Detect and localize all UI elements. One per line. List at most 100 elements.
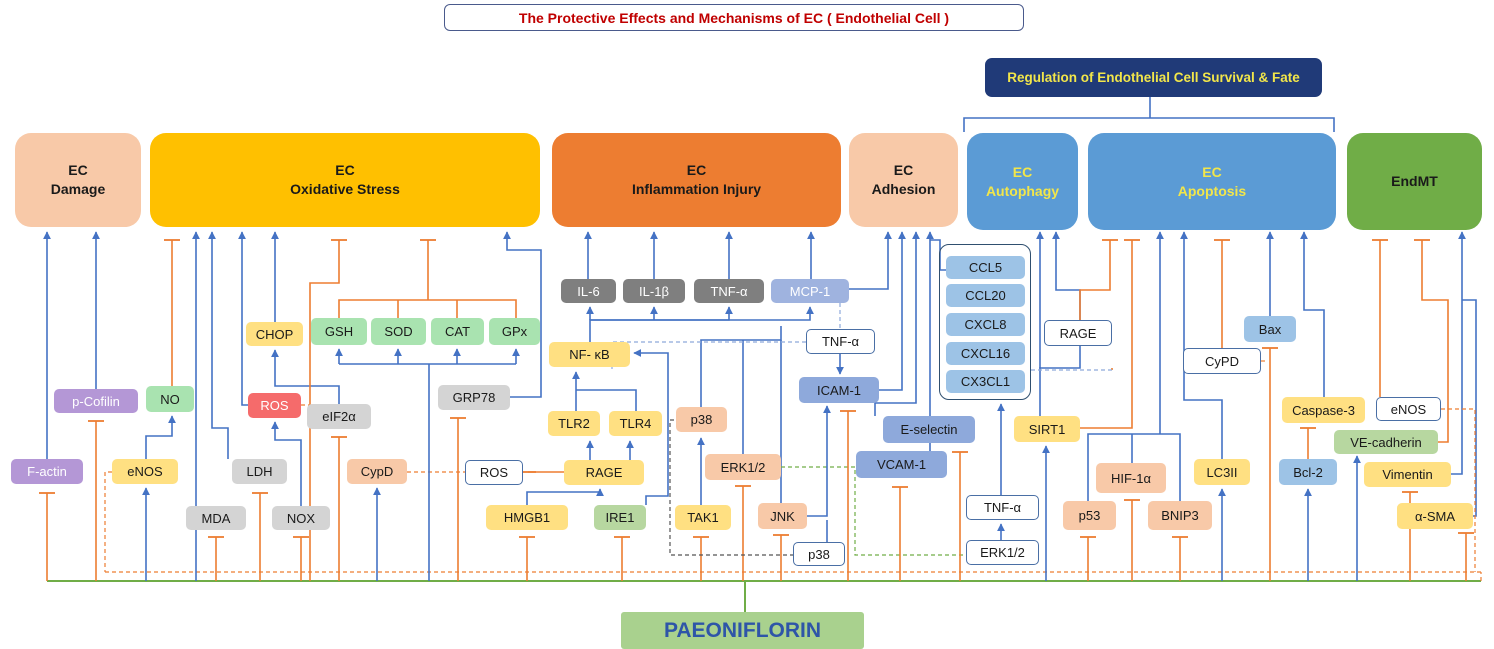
connector-enos-dash — [104, 471, 112, 572]
node-mda: MDA — [186, 506, 246, 530]
category-endmt-line1: EndMT — [1391, 173, 1438, 189]
node-ccl20: CCL20 — [946, 284, 1025, 307]
node-eif2a: eIF2α — [307, 404, 371, 429]
category-ec-damage: EC Damage — [15, 133, 141, 227]
node-p38-orange: p38 — [676, 407, 727, 432]
node-sod: SOD — [371, 318, 426, 345]
connector-p38-up — [700, 326, 782, 407]
node-erk12-white: ERK1/2 — [966, 540, 1039, 565]
category-ec-adhesion: EC Adhesion — [849, 133, 958, 227]
connector-esel-to-adh — [874, 231, 920, 416]
connector-ire1-to-nfkb — [633, 349, 669, 505]
node-enos-left: eNOS — [112, 459, 178, 484]
node-ldh: LDH — [232, 459, 287, 484]
category-ec-autophagy-line2: Autophagy — [985, 182, 1060, 199]
connector-asma-to-endmt — [1462, 299, 1477, 517]
category-ec-damage-line1: EC — [68, 162, 88, 178]
category-endmt: EndMT — [1347, 133, 1482, 230]
node-erk12-orange: ERK1/2 — [705, 454, 781, 480]
connector-jnk-to-icam — [807, 405, 831, 517]
connector-eif2a-to-chop — [271, 349, 340, 404]
node-tnfa-white-top: TNF-α — [806, 329, 875, 354]
category-ec-adhesion-line1: EC — [893, 162, 914, 178]
node-ire1: IRE1 — [594, 505, 646, 530]
node-cypd-left: CypD — [347, 459, 407, 484]
category-ec-oxidative-stress: EC Oxidative Stress — [150, 133, 540, 227]
connector-erk-dash — [781, 466, 966, 556]
node-icam1: ICAM-1 — [799, 377, 879, 403]
category-ec-apoptosis-line1: EC — [1202, 163, 1222, 180]
node-ccl5: CCL5 — [946, 256, 1025, 279]
node-mcp1: MCP-1 — [771, 279, 849, 303]
connector-grp78-to-ox — [503, 231, 542, 398]
category-ec-apoptosis-line2: Apoptosis — [1177, 182, 1247, 199]
node-no: NO — [146, 386, 194, 412]
category-ec-adhesion-line2: Adhesion — [871, 181, 936, 197]
node-tlr4: TLR4 — [609, 411, 662, 436]
regulation-bracket — [963, 97, 1335, 132]
node-cxcl8: CXCL8 — [946, 313, 1025, 336]
node-hmgb1: HMGB1 — [486, 505, 568, 530]
node-nox: NOX — [272, 506, 330, 530]
connector-rage-to-apoptosis — [1079, 240, 1111, 320]
connector-p53-bnip3-bar — [1087, 433, 1181, 501]
category-ec-damage-line2: Damage — [50, 181, 106, 197]
connector-nox-to-ros — [271, 421, 302, 506]
regulation-label: Regulation of Endothelial Cell Survival … — [985, 58, 1322, 97]
node-vcam1: VCAM-1 — [856, 451, 947, 478]
node-cat: CAT — [431, 318, 484, 345]
node-chop: CHOP — [246, 322, 303, 346]
connector-chemo-to-adh — [930, 239, 946, 271]
connector-cypd-to-ox — [309, 240, 340, 581]
connector-antiox-bracket — [338, 299, 517, 318]
category-ec-oxidative-line2: Oxidative Stress — [290, 181, 400, 197]
connector-sirt1-to-apoptosis — [1080, 240, 1133, 429]
node-asma: α-SMA — [1397, 503, 1473, 529]
node-rage-right: RAGE — [1044, 320, 1112, 346]
node-p38-white: p38 — [793, 542, 845, 566]
paeoniflorin-label: PAEONIFLORIN — [621, 612, 864, 649]
node-hif1a: HIF-1α — [1096, 463, 1166, 493]
node-tnfa-white-low: TNF-α — [966, 495, 1039, 520]
node-sirt1: SIRT1 — [1014, 416, 1080, 442]
node-rage-mid: RAGE — [564, 460, 644, 485]
node-f-actin: F-actin — [11, 459, 83, 484]
category-ec-autophagy: EC Autophagy — [967, 133, 1078, 230]
connector-ldh-to-ox — [208, 231, 229, 459]
connector-nfkb-to-mcp1 — [590, 306, 814, 321]
node-p-cofilin: p-Cofilin — [54, 389, 138, 413]
connector-sirt1-rage — [1039, 346, 1081, 369]
node-bax: Bax — [1244, 316, 1296, 342]
connector-tlr-bridge — [576, 389, 637, 411]
node-nfkb: NF- κB — [549, 342, 630, 367]
node-il6: IL-6 — [561, 279, 616, 303]
chemokine-group — [939, 244, 1031, 400]
connector-casp-to-apoptosis — [1300, 231, 1325, 397]
node-cypd-right: CyPD — [1183, 348, 1261, 374]
node-vimentin: Vimentin — [1364, 462, 1451, 487]
connector-ros-to-ox — [238, 231, 248, 406]
connector-enos-right-dash — [1441, 408, 1476, 572]
category-ec-inflammation-line2: Inflammation Injury — [631, 181, 762, 197]
connector-lc3-to-apoptosis — [1180, 231, 1223, 459]
connector-rage-to-autophagy — [1052, 231, 1081, 320]
connector-vecad-to-endmt — [1421, 240, 1449, 443]
node-il1b: IL-1β — [623, 279, 685, 303]
connector-mcp1-to-adh — [849, 231, 892, 290]
diagram-title: The Protective Effects and Mechanisms of… — [444, 4, 1024, 31]
node-ros-red: ROS — [248, 393, 301, 418]
category-ec-oxidative-line1: EC — [335, 162, 355, 178]
node-grp78: GRP78 — [438, 385, 510, 410]
node-bnip3: BNIP3 — [1148, 501, 1212, 530]
node-lc3ii: LC3II — [1194, 459, 1250, 485]
node-jnk: JNK — [758, 503, 807, 529]
connector-nfkb-to-tnfa — [589, 306, 733, 342]
node-p53: p53 — [1063, 501, 1116, 530]
category-ec-inflammation-line1: EC — [686, 162, 707, 178]
node-tnfa-dark: TNF-α — [694, 279, 764, 303]
node-enos-right: eNOS — [1376, 397, 1441, 421]
category-ec-autophagy-line1: EC — [1012, 163, 1033, 180]
connector-hmgb1-to-rage — [526, 488, 604, 505]
